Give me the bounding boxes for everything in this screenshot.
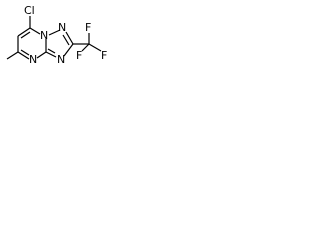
bond-c2-n3 bbox=[63, 43, 74, 57]
atom-n-top-right: N bbox=[58, 21, 66, 34]
bond-c7-c6-double bbox=[20, 31, 31, 39]
bond-n2-c2 bbox=[65, 31, 74, 45]
bond-c5-n4 bbox=[17, 51, 30, 60]
bond-n3-c3a-double bbox=[47, 48, 56, 54]
bond-c5-n4-double bbox=[20, 49, 30, 56]
bonds bbox=[6, 16, 102, 60]
bond-cf3-f-left bbox=[81, 43, 90, 52]
bond-c7-c6 bbox=[17, 27, 31, 37]
bond-n4-c3a bbox=[36, 51, 47, 59]
atom-n-bridge: N bbox=[40, 29, 48, 42]
atom-f-top: F bbox=[85, 21, 91, 34]
atom-labels: Cl N N N N F F F bbox=[24, 4, 107, 66]
atom-f-right: F bbox=[101, 49, 107, 62]
bond-cf3-f-right bbox=[88, 43, 102, 52]
bond-c5-methyl bbox=[6, 51, 19, 60]
molecule-svg: Cl N N N N F F F bbox=[6, 4, 107, 66]
bond-n1-n2 bbox=[48, 29, 61, 36]
bond-n3-c3a bbox=[45, 51, 57, 58]
atom-cl: Cl bbox=[24, 4, 35, 17]
bond-n2-c2-double bbox=[62, 34, 70, 46]
structure-diagram: Cl N N N N F F F bbox=[0, 0, 130, 92]
atom-n-bottom-left: N bbox=[29, 53, 37, 66]
atom-f-left: F bbox=[76, 49, 82, 62]
atom-n-bottom-right: N bbox=[57, 53, 65, 66]
bond-n1-c7 bbox=[29, 27, 41, 35]
